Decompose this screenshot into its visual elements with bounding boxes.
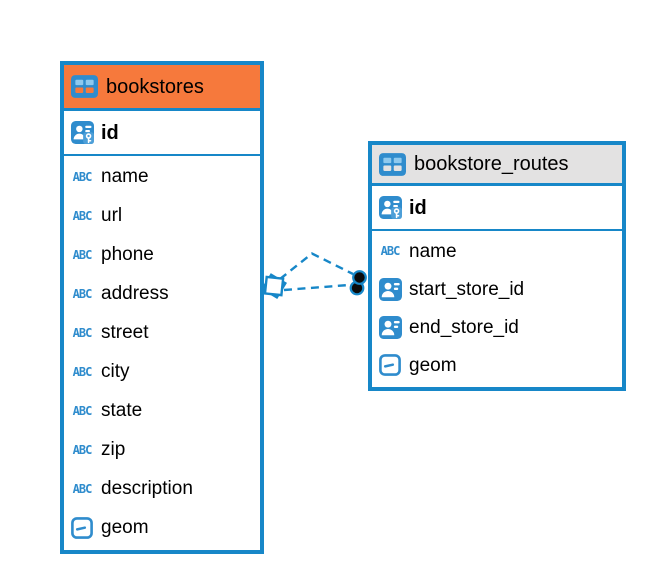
foreign-key-icon [378,316,402,339]
column-row[interactable]: ABC address [64,274,260,313]
table-header-bookstore-routes[interactable]: bookstore_routes [372,145,622,186]
column-row[interactable]: ABC name [372,232,622,270]
column-row[interactable]: ABC name [64,157,260,196]
text-type-icon: ABC [380,244,401,258]
column-row[interactable]: ABC url [64,196,260,235]
column-name: start_store_id [409,278,525,300]
geometry-type-icon [70,517,94,539]
text-type-icon: ABC [72,169,93,184]
text-type-icon: ABC [72,325,93,340]
text-type-icon: ABC [72,481,93,496]
column-name: description [101,478,193,499]
table-title: bookstore_routes [414,153,569,175]
column-name: id [409,196,427,219]
column-name: name [101,166,149,187]
table-icon [379,153,406,176]
text-type-icon: ABC [72,403,93,418]
relationship-line-end-store-id[interactable] [279,252,354,280]
entity-table-bookstores[interactable]: bookstores id ABC name ABC url ABC phone… [60,61,264,554]
column-row[interactable]: ABC state [64,391,260,430]
primary-key-icon [70,121,94,144]
primary-key-icon [378,196,402,219]
table-title: bookstores [106,75,204,98]
relationship-line-start-store-id[interactable] [283,283,350,292]
column-name: street [101,322,149,343]
column-row[interactable]: ABC phone [64,235,260,274]
column-name: state [101,400,143,421]
text-type-icon: ABC [72,208,93,223]
column-row[interactable]: start_store_id [372,270,622,308]
column-row-id[interactable]: id [372,186,622,231]
column-name: phone [101,244,154,265]
column-name: url [101,205,123,226]
column-row[interactable]: ABC city [64,352,260,391]
column-row[interactable]: end_store_id [372,308,622,346]
text-type-icon: ABC [72,247,93,262]
geometry-type-icon [378,354,402,376]
column-name: name [409,240,457,262]
relationship-dot-marker[interactable] [352,270,367,285]
foreign-key-icon [378,278,402,301]
relationship-diamond-marker[interactable] [263,275,285,297]
table-header-bookstores[interactable]: bookstores [64,65,260,111]
column-name: id [101,121,119,144]
column-name: geom [101,517,149,538]
text-type-icon: ABC [72,286,93,301]
column-row-id[interactable]: id [64,111,260,156]
text-type-icon: ABC [72,364,93,379]
column-name: zip [101,439,126,460]
entity-table-bookstore-routes[interactable]: bookstore_routes id ABC name start_store… [368,141,626,391]
column-row[interactable]: ABC description [64,469,260,508]
text-type-icon: ABC [72,442,93,457]
column-name: address [101,283,169,304]
column-name: geom [409,354,457,376]
column-row[interactable]: ABC street [64,313,260,352]
column-row[interactable]: ABC zip [64,430,260,469]
column-row[interactable]: geom [372,346,622,384]
column-row[interactable]: geom [64,508,260,547]
column-name: city [101,361,130,382]
column-name: end_store_id [409,316,519,338]
table-icon [71,75,98,98]
